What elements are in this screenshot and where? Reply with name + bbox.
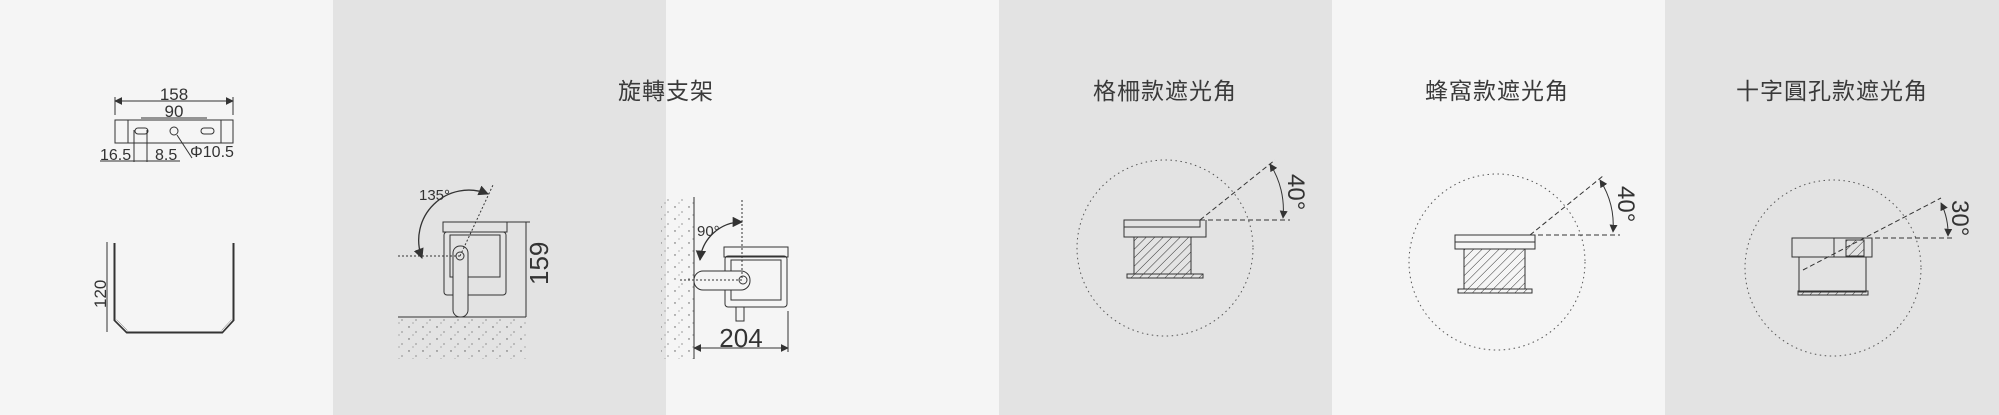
panel-bracket [0,0,333,415]
angle-90: 90° [697,223,720,240]
honeycomb-shade-drawing: 40° [1408,173,1639,351]
bracket-top-view: 158 90 16.5 8.5 Φ10.5 [100,85,234,164]
bracket-side-view: 120 [91,242,235,334]
title-rotating-bracket: 旋轉支架 [618,79,714,105]
dim-159: 159 [524,242,554,285]
wall-mount-drawing: 90° 204 [661,197,789,359]
title-grille-shade: 格柵款遮光角 [1093,79,1237,105]
angle-30-cross-hole: 30° [1946,200,1973,236]
dim-8-5: 8.5 [155,147,177,164]
dim-120: 120 [91,280,110,308]
angle-40-grille: 40° [1282,174,1309,210]
cross-hole-shade-drawing: 30° [1744,179,1973,357]
title-cross-hole-shade: 十字圓孔款遮光角 [1736,79,1928,105]
dim-phi-10-5: Φ10.5 [190,144,234,161]
dim-16-5: 16.5 [100,147,131,164]
dim-204: 204 [719,323,762,353]
dim-158: 158 [160,85,188,104]
angle-40-honeycomb: 40° [1612,186,1639,222]
angle-135: 135° [419,187,450,204]
ground-mount-drawing: 135° 159 [398,184,554,359]
title-honeycomb-shade: 蜂窩款遮光角 [1425,79,1569,105]
dim-90: 90 [165,102,184,121]
grille-shade-drawing: 40° [1076,159,1309,337]
